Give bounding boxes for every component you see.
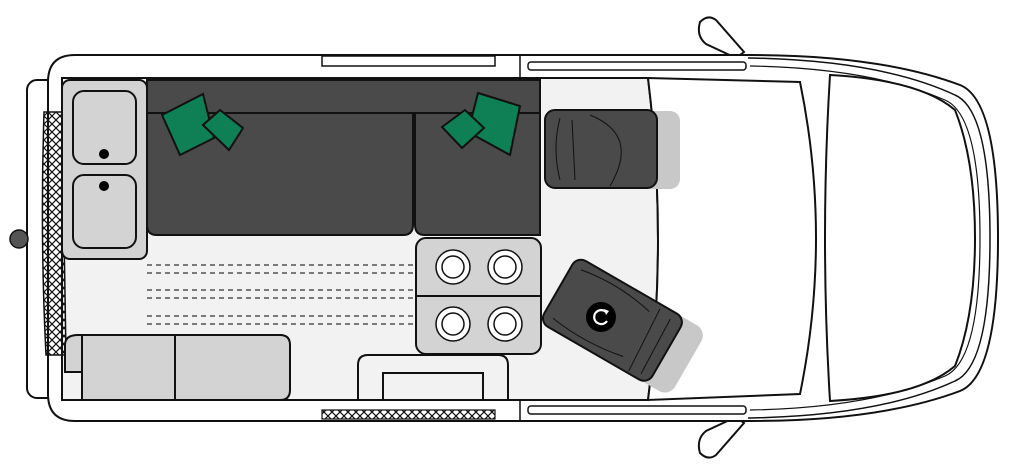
windshield: [824, 73, 977, 403]
cab-window-bottom: [527, 405, 747, 415]
l-bench-sofa: [146, 79, 541, 236]
sink-unit: [61, 79, 148, 260]
cushion: [440, 108, 486, 150]
drain-icon: [99, 149, 109, 159]
cushion: [201, 108, 245, 152]
stove: [415, 237, 542, 355]
cabinet: [357, 354, 509, 401]
rear-ladder: [41, 111, 67, 356]
burner-icon: [487, 249, 523, 285]
left-mirror: [697, 16, 746, 60]
driver-seat: [544, 109, 680, 189]
hood-outline: [747, 57, 991, 419]
rotate-icon: [586, 302, 616, 332]
sink-basin: [72, 174, 137, 249]
window-strip: [321, 55, 496, 67]
floor-vent: [321, 409, 496, 420]
storage-bench: [64, 334, 291, 401]
tow-hitch-icon: [9, 229, 29, 249]
right-mirror: [697, 415, 746, 459]
burner-icon: [487, 306, 523, 342]
cab-window-top: [527, 61, 747, 71]
burner-icon: [435, 306, 471, 342]
sink-basin: [72, 90, 137, 165]
drain-icon: [99, 181, 109, 191]
cushion: [160, 92, 216, 157]
burner-icon: [435, 249, 471, 285]
